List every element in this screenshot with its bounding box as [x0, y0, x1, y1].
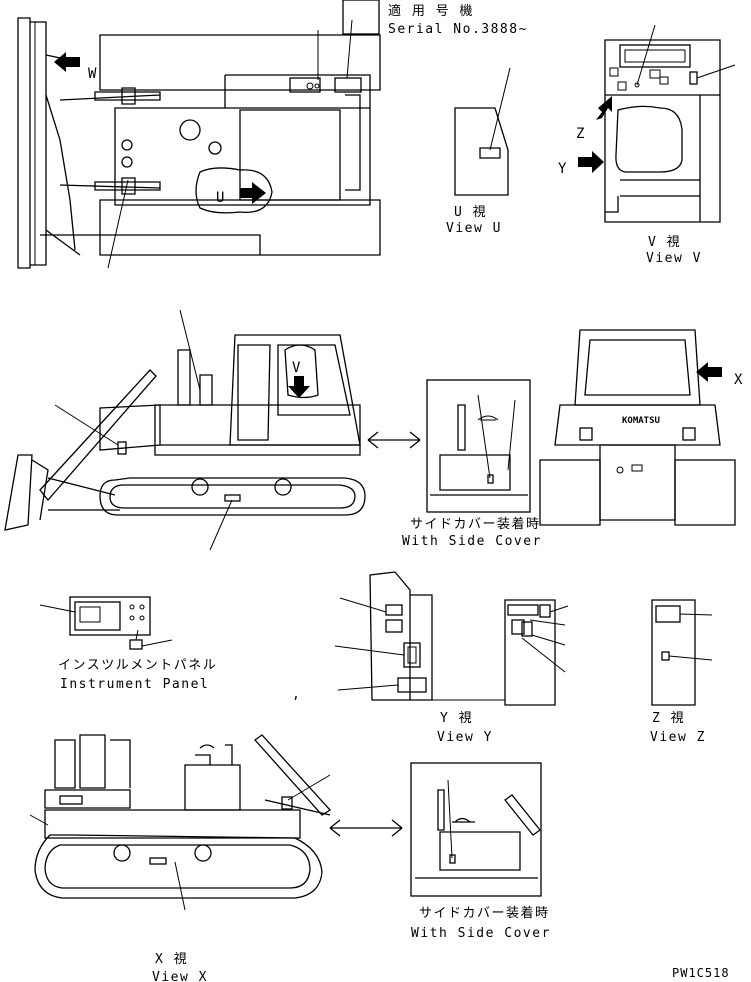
- view-y-en: View Y: [437, 730, 493, 745]
- view-u-jp: U 視: [454, 205, 487, 220]
- view-z-jp: Z 視: [652, 711, 685, 726]
- svg-text:,: ,: [292, 687, 301, 702]
- instrument-panel-detail: インスツルメントパネル Instrument Panel: [39, 596, 217, 692]
- drawing-number: PW1C518: [672, 966, 730, 980]
- double-arrow-icon-lower: [329, 819, 403, 837]
- serial-en: Serial No.3888~: [388, 22, 528, 37]
- serial-jp: 適 用 号 機: [388, 3, 474, 19]
- arrow-x-label: X: [734, 372, 744, 388]
- instrument-panel-jp: インスツルメントパネル: [58, 658, 217, 673]
- view-u-detail: U 視 View U: [446, 67, 511, 236]
- view-z-en: View Z: [650, 730, 706, 745]
- instrument-panel-en: Instrument Panel: [60, 677, 209, 692]
- arrow-y-icon: [578, 151, 604, 173]
- side-view-dozer: V: [4, 309, 421, 551]
- arrow-u-label: U: [216, 190, 226, 206]
- view-x-dozer: X 視 View X: [29, 734, 403, 982]
- view-v-en: View V: [646, 251, 702, 266]
- view-y-jp: Y 視: [440, 711, 473, 726]
- view-u-en: View U: [446, 221, 502, 236]
- arrow-v-label: V: [292, 360, 302, 376]
- arrow-w-icon: [54, 52, 80, 72]
- view-z-detail: Z 視 View Z: [650, 599, 713, 745]
- top-view-dozer: W U: [17, 17, 381, 269]
- arrow-x-icon: [696, 362, 722, 382]
- view-x-en: View X: [152, 970, 208, 982]
- side-cover-jp-upper: サイドカバー装着時: [410, 516, 541, 532]
- arrow-u-icon: [240, 182, 266, 204]
- arrow-v-icon: [288, 376, 310, 398]
- arrow-z-label: Z: [576, 126, 586, 142]
- side-cover-detail-upper: サイドカバー装着時 With Side Cover: [402, 379, 542, 549]
- view-x-jp: X 視: [155, 952, 188, 967]
- side-cover-jp-lower: サイドカバー装着時: [419, 905, 550, 921]
- view-v-detail: Z Y V 視 View V: [558, 24, 736, 266]
- view-v-jp: V 視: [648, 235, 681, 250]
- arrow-z-icon: [596, 96, 612, 120]
- side-cover-detail-lower: サイドカバー装着時 With Side Cover: [410, 762, 551, 941]
- arrow-w-label: W: [88, 66, 98, 82]
- rear-view-dozer: KOMATSU X: [539, 329, 744, 526]
- double-arrow-icon: [367, 431, 421, 449]
- serial-number-note: 適 用 号 機 Serial No.3888~: [342, 0, 528, 37]
- view-y-detail: , Y 視 View Y: [292, 571, 569, 745]
- brand-logo: KOMATSU: [622, 416, 660, 426]
- arrow-y-label: Y: [558, 161, 568, 177]
- side-cover-en-lower: With Side Cover: [411, 926, 551, 941]
- side-cover-en-upper: With Side Cover: [402, 534, 542, 549]
